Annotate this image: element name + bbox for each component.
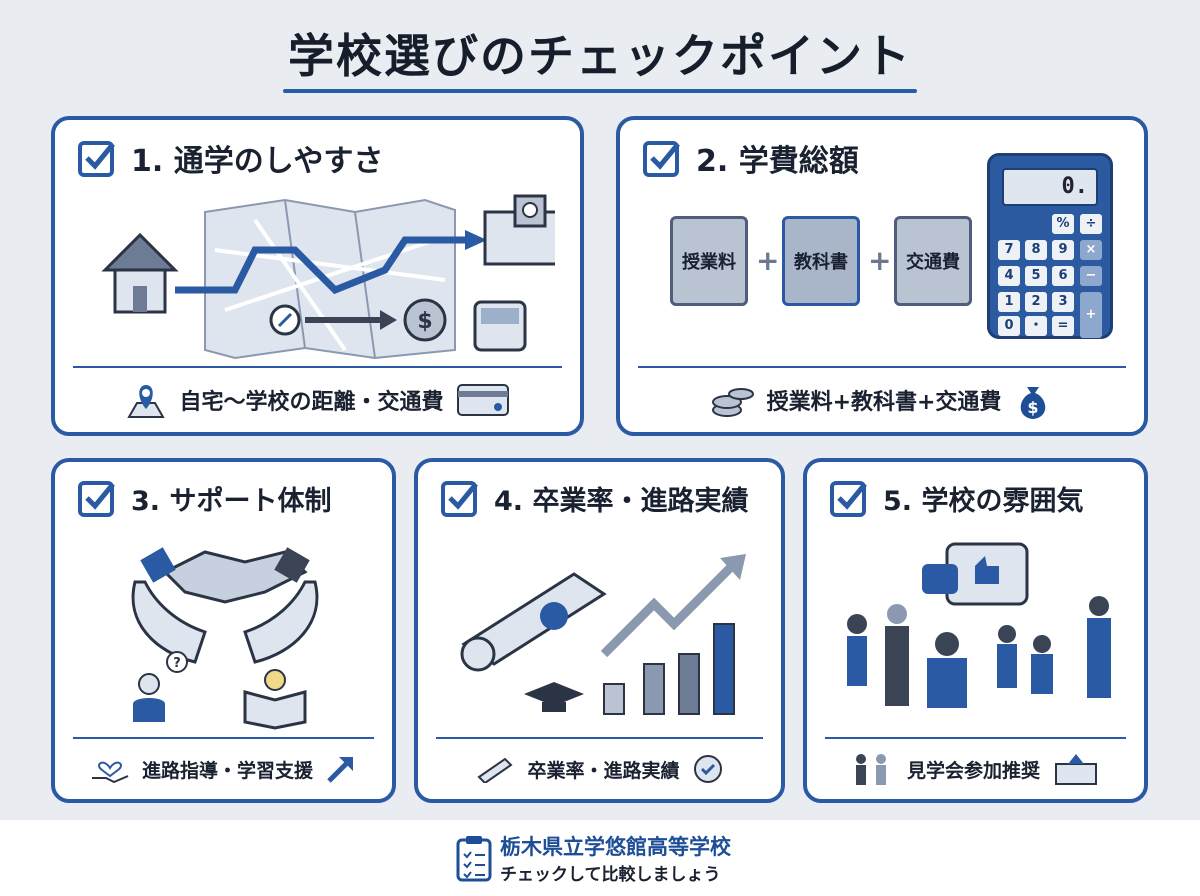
card-icon xyxy=(456,384,509,416)
map-pin-icon xyxy=(127,385,166,418)
money-bag-icon: $ xyxy=(1021,387,1046,419)
calculator-key: % xyxy=(1052,214,1074,234)
open-hands-icon xyxy=(131,580,319,664)
card-support-footer-text: 進路指導・学習支援 xyxy=(141,759,313,782)
checkbox-icon xyxy=(78,141,115,177)
people-group xyxy=(847,596,1111,708)
commute-illustration: $ xyxy=(101,194,555,360)
calculator-key: 4 xyxy=(998,266,1020,286)
plus-sign: + xyxy=(868,244,892,277)
graduation-cap-icon xyxy=(524,682,584,712)
compass-icon xyxy=(269,304,301,336)
card-tuition-footer-text: 授業料+教科書+交通費 xyxy=(766,390,1002,415)
support-illustration: ? xyxy=(131,547,319,730)
card-graduation: 4. 卒業率・進路実績 卒業率・進路実績 xyxy=(414,458,785,803)
trend-arrow xyxy=(600,560,738,658)
bus-icon xyxy=(473,300,527,352)
calculator-key: × xyxy=(1080,240,1102,260)
diploma-icon xyxy=(460,572,607,672)
family-icon xyxy=(855,754,886,785)
footer-band xyxy=(0,820,1200,896)
card-tuition-footer: 授業料+教科書+交通費 $ xyxy=(638,366,1126,432)
clipboard-checklist-icon xyxy=(456,836,492,882)
checkbox-icon xyxy=(830,481,867,517)
card-support: 3. サポート体制 ? 進路指導・学習支援 xyxy=(51,458,396,803)
card-atmosphere: 5. 学校の雰囲気 見学会参加推奨 xyxy=(803,458,1148,803)
svg-text:$: $ xyxy=(417,309,432,334)
calculator-display: 0. xyxy=(1002,168,1098,206)
calculator-key: 2 xyxy=(1025,292,1047,312)
card-commute: 1. 通学のしやすさ $ xyxy=(51,116,584,436)
card-atmosphere-footer: 見学会参加推奨 xyxy=(825,737,1126,799)
coin-stack-icon xyxy=(711,388,754,417)
handshake-icon xyxy=(140,547,310,604)
house-icon xyxy=(101,232,179,314)
calculator-key: = xyxy=(1052,316,1074,336)
diploma-small-icon xyxy=(477,757,514,783)
card-tuition-header: 2. 学費総額 xyxy=(642,136,859,180)
growth-arrow-icon xyxy=(327,757,353,783)
page-title: 学校選びのチェックポイント xyxy=(288,29,912,83)
checkbox-icon xyxy=(643,141,680,177)
calculator-key: 5 xyxy=(1025,266,1047,286)
title-underline xyxy=(283,89,917,93)
card-atmosphere-title: 5. 学校の雰囲気 xyxy=(883,485,1084,517)
card-commute-title: 1. 通学のしやすさ xyxy=(131,144,384,179)
card-graduation-header: 4. 卒業率・進路実績 xyxy=(440,478,748,518)
svg-text:$: $ xyxy=(1028,398,1039,417)
student-question-icon: ? xyxy=(133,651,188,722)
speech-bubble-icon xyxy=(922,542,1029,606)
fee-textbook: 教科書 xyxy=(782,216,860,306)
fee-transport: 交通費 xyxy=(894,216,972,306)
card-support-footer: 進路指導・学習支援 xyxy=(73,737,374,799)
card-graduation-title: 4. 卒業率・進路実績 xyxy=(494,485,749,517)
plus-sign: + xyxy=(756,244,780,277)
card-support-header: 3. サポート体制 xyxy=(77,478,331,518)
card-commute-footer-text: 自宅〜学校の距離・交通費 xyxy=(179,390,444,415)
svg-text:?: ? xyxy=(173,656,181,671)
atmosphere-illustration xyxy=(847,542,1111,708)
calculator-key: ・ xyxy=(1025,316,1047,336)
card-graduation-footer: 卒業率・進路実績 xyxy=(436,737,763,799)
calculator-key: 9 xyxy=(1052,240,1074,260)
graduation-illustration xyxy=(460,554,746,715)
school-building-icon xyxy=(483,194,555,266)
calculator-key: 8 xyxy=(1025,240,1047,260)
heart-hand-icon xyxy=(91,761,129,784)
calculator-key: − xyxy=(1080,266,1102,286)
calculator-icon: 0. % ÷ 7 8 9 × 4 5 6 − 1 2 3 + 0 ・ = xyxy=(987,153,1113,339)
card-support-title: 3. サポート体制 xyxy=(131,485,332,517)
school-small-icon xyxy=(1055,754,1097,785)
award-badge-icon xyxy=(693,755,722,783)
calculator-key: 1 xyxy=(998,292,1020,312)
calculator-key: + xyxy=(1080,292,1102,338)
checkbox-icon xyxy=(441,481,478,517)
card-commute-header: 1. 通学のしやすさ xyxy=(77,136,383,180)
calculator-key: 6 xyxy=(1052,266,1074,286)
school-name: 栃木県立学悠館高等学校 xyxy=(500,835,731,859)
bar-chart-icon xyxy=(603,623,735,715)
book-lightbulb-icon xyxy=(243,669,307,730)
card-atmosphere-header: 5. 学校の雰囲気 xyxy=(829,478,1083,518)
card-tuition-title: 2. 学費総額 xyxy=(696,144,859,179)
coin-icon: $ xyxy=(403,298,447,342)
card-graduation-footer-text: 卒業率・進路実績 xyxy=(527,759,680,782)
card-commute-footer: 自宅〜学校の距離・交通費 xyxy=(73,366,562,432)
checkbox-icon xyxy=(78,481,115,517)
calculator-key: 3 xyxy=(1052,292,1074,312)
card-atmosphere-footer-text: 見学会参加推奨 xyxy=(906,759,1040,782)
footer-tagline: チェックして比較しましょう xyxy=(500,865,721,885)
fee-tuition: 授業料 xyxy=(670,216,748,306)
calculator-key: 7 xyxy=(998,240,1020,260)
route-line xyxy=(175,236,475,295)
calculator-key: ÷ xyxy=(1080,214,1102,234)
calculator-key: 0 xyxy=(998,316,1020,336)
